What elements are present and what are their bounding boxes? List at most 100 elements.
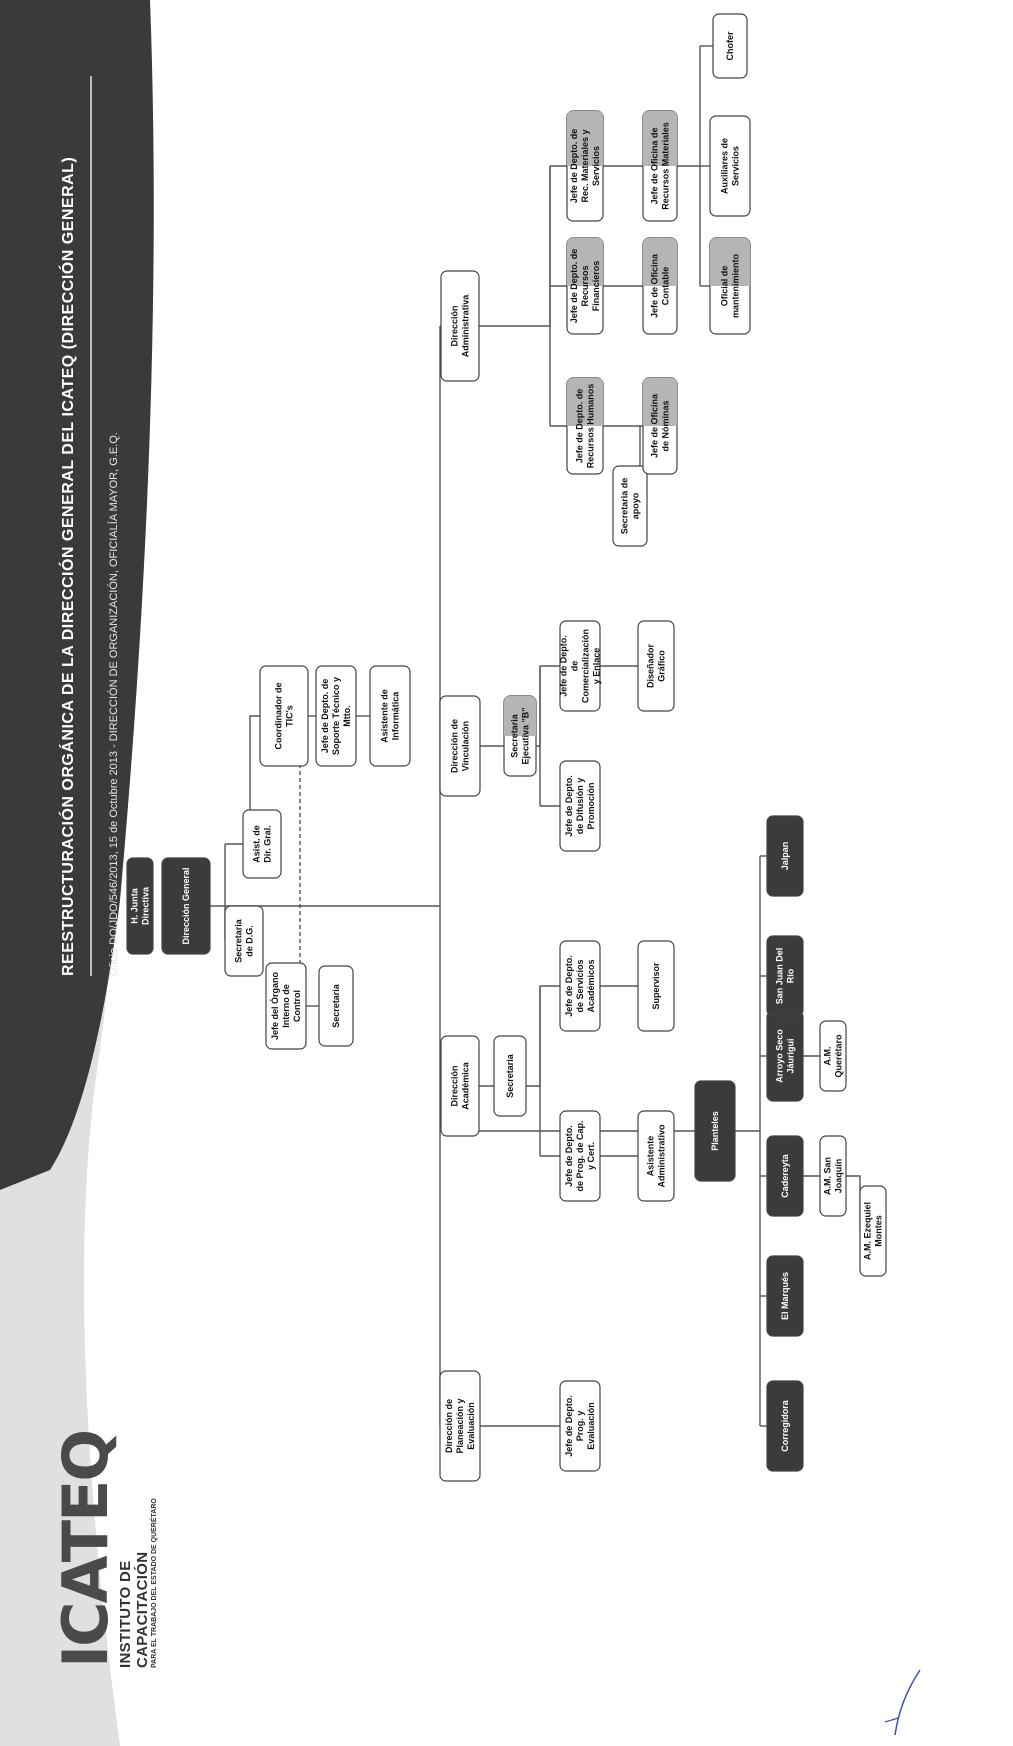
org-box-dir-planeacion: Dirección dePlaneación yEvaluación xyxy=(439,1370,481,1482)
box-label: Jefe del ÓrganoInterno deControl xyxy=(269,971,302,1040)
box-frame xyxy=(637,620,675,712)
box-frame xyxy=(440,1035,480,1137)
box-label: Jefe de Depto.de Difusión yPromoción xyxy=(564,775,596,837)
box-shade xyxy=(504,696,536,736)
box-frame xyxy=(224,905,264,977)
org-box-jefe-difusion: Jefe de Depto.de Difusión yPromoción xyxy=(559,760,601,852)
org-box-jefe-oficina-rh: Jefe de Oficinade Nóminas xyxy=(642,377,678,475)
box-frame xyxy=(439,1370,481,1482)
box-label: Jefe de Depto.deComercializacióny Enlace xyxy=(559,629,602,703)
org-box-amq: A.M.Querétaro xyxy=(819,1020,847,1092)
org-box-planteles: Planteles xyxy=(694,1080,736,1182)
header-banner xyxy=(0,0,154,1746)
org-box-secretaria-apoyo: Secretaria deapoyo xyxy=(612,465,648,547)
box-label: Secretaria xyxy=(505,1053,515,1098)
box-label: A.M. SanJoaquín xyxy=(823,1157,844,1195)
box-shade xyxy=(567,378,603,426)
box-label: Secretaria xyxy=(331,983,341,1028)
org-box-jefe-prog: Jefe de Depto.Prog. yEvaluación xyxy=(559,1380,601,1472)
org-box-jefe-soporte: Jefe de Depto. deSoporte Técnico yMtto. xyxy=(315,665,357,767)
box-label: Jefe de Depto.de ServiciosAcadémicos xyxy=(564,955,596,1017)
box-label: Jefe de OficinaContable xyxy=(650,253,671,318)
box-label: DiseñadorGráfico xyxy=(646,643,667,688)
org-box-secretaria-ejec: SecretariaEjecutiva "B" xyxy=(503,695,537,777)
box-frame xyxy=(766,935,804,1017)
connector-line xyxy=(846,1175,861,1231)
org-box-dir-admin: DirecciónAdministrativa xyxy=(440,270,480,382)
box-frame xyxy=(440,270,480,382)
box-shade xyxy=(567,111,603,166)
box-label: Jefe de Depto.Prog. yEvaluación xyxy=(564,1395,596,1457)
box-label: Dirección General xyxy=(181,867,191,944)
org-box-secretaria-dg: Secretariade D.G. xyxy=(224,905,264,977)
org-box-jalpan: Jalpan xyxy=(766,815,804,897)
box-label: San Juan DelRío xyxy=(775,948,796,1005)
box-label: Secretariade D.G. xyxy=(234,918,255,963)
box-label: Secretaria deapoyo xyxy=(620,478,641,535)
box-frame xyxy=(637,1110,675,1202)
logo-state-line: PARA EL TRABAJO DEL ESTADO DE QUERÉTARO xyxy=(151,1498,158,1668)
box-label: H. JuntaDirectiva xyxy=(130,886,151,925)
box-frame xyxy=(819,1020,847,1092)
box-frame xyxy=(265,962,307,1050)
box-shade xyxy=(643,378,677,426)
box-frame xyxy=(637,940,675,1032)
box-frame xyxy=(369,665,411,767)
box-frame xyxy=(493,1035,527,1117)
org-box-jefe-servicios-acad: Jefe de Depto.de ServiciosAcadémicos xyxy=(559,940,601,1032)
logo-wordmark: ICATEQ xyxy=(49,1430,122,1668)
org-box-junta: H. JuntaDirectiva xyxy=(126,857,154,955)
org-box-jefe-rf: Jefe de Depto. deRecursosFinancieros xyxy=(566,237,604,335)
box-shade xyxy=(567,238,603,286)
org-box-amsj: A.M. SanJoaquín xyxy=(819,1135,847,1217)
box-label: Cadereyta xyxy=(780,1153,790,1198)
connector-line xyxy=(479,166,551,327)
logo-institute-line: INSTITUTO DE CAPACITACIÓN xyxy=(117,1551,151,1668)
box-frame xyxy=(259,665,309,767)
box-label: Dirección deVinculación xyxy=(450,719,471,773)
box-frame xyxy=(859,1185,887,1277)
box-frame xyxy=(709,115,751,217)
box-frame xyxy=(315,665,357,767)
org-box-dg: Dirección General xyxy=(161,857,211,955)
box-label: Jefe de Oficina deRecursos Materiales xyxy=(650,122,671,210)
box-frame xyxy=(819,1135,847,1217)
org-box-coord-tics: Coordinador deTIC's xyxy=(259,665,309,767)
org-box-jefe-cap: Jefe de Depto.de Prog. de Cap.y Cert. xyxy=(559,1110,601,1202)
org-box-chofer: Chofer xyxy=(712,13,748,79)
org-box-jefe-comercializacion: Jefe de Depto.deComercializacióny Enlace xyxy=(559,620,602,712)
box-label: Auxiliares deServicios xyxy=(720,138,741,194)
box-label: Arroyo SecoJáurigui xyxy=(775,1029,796,1083)
connector-line xyxy=(735,856,761,1132)
box-frame xyxy=(559,1380,601,1472)
icateq-logo: ICATEQ INSTITUTO DE CAPACITACIÓN PARA EL… xyxy=(49,1430,158,1668)
org-box-asist-admin: AsistenteAdministrativo xyxy=(637,1110,675,1202)
box-frame xyxy=(766,1380,804,1472)
org-box-marques: El Marqués xyxy=(766,1255,804,1337)
org-box-secretaria-oic: Secretaria xyxy=(318,965,354,1047)
org-box-jefe-rh: Jefe de Depto. deRecursos Humanos xyxy=(566,377,604,475)
box-label: Planteles xyxy=(710,1111,720,1151)
org-box-oficial-mtto: Oficial demantenimiento xyxy=(709,237,751,335)
connector-line xyxy=(677,46,701,167)
org-box-dir-vinculacion: Dirección deVinculación xyxy=(439,695,481,797)
box-label: Jefe de Depto. deSoporte Técnico yMtto. xyxy=(320,677,352,755)
box-label: Jefe de Depto. deRecursos Humanos xyxy=(575,384,596,469)
org-box-jefe-oficina-rm: Jefe de Oficina deRecursos Materiales xyxy=(642,110,678,222)
org-box-auxiliar-servicios: Auxiliares deServicios xyxy=(709,115,751,217)
org-box-secretaria-acad: Secretaria xyxy=(493,1035,527,1117)
box-frame xyxy=(559,940,601,1032)
box-label: El Marqués xyxy=(780,1272,790,1320)
org-box-jefe-oficina-cont: Jefe de OficinaContable xyxy=(642,237,678,335)
box-frame xyxy=(766,1255,804,1337)
box-label: DirecciónAdministrativa xyxy=(450,294,471,358)
org-box-sjr: San Juan DelRío xyxy=(766,935,804,1017)
box-label: Jalpan xyxy=(780,842,790,871)
box-label: Coordinador deTIC's xyxy=(274,683,295,750)
box-label: Supervisor xyxy=(651,962,661,1010)
box-frame xyxy=(694,1080,736,1182)
box-frame xyxy=(712,13,748,79)
box-label: Jefe de Oficinade Nóminas xyxy=(650,393,671,458)
